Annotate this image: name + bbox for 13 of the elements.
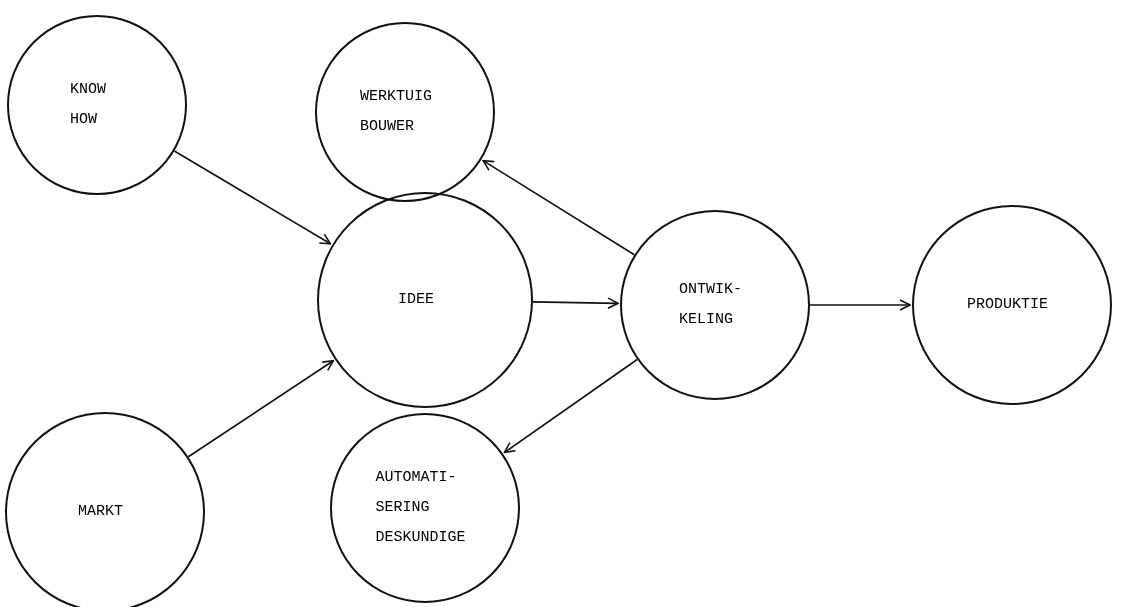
node-label: WERKTUIG BOUWER bbox=[360, 87, 433, 137]
arrow bbox=[503, 358, 638, 454]
arrow bbox=[482, 159, 636, 256]
node-label: MARKT bbox=[78, 502, 124, 522]
arrow bbox=[809, 299, 911, 311]
node-label: IDEE bbox=[398, 290, 435, 310]
node-label: KNOW HOW bbox=[70, 80, 107, 130]
node-label: ONTWIK- KELING bbox=[679, 280, 743, 330]
arrow bbox=[532, 297, 619, 309]
arrow bbox=[173, 150, 332, 245]
node-label: AUTOMATI- SERING DESKUNDIGE bbox=[375, 468, 467, 548]
arrow bbox=[187, 359, 335, 458]
node-label: PRODUKTIE bbox=[967, 295, 1049, 315]
